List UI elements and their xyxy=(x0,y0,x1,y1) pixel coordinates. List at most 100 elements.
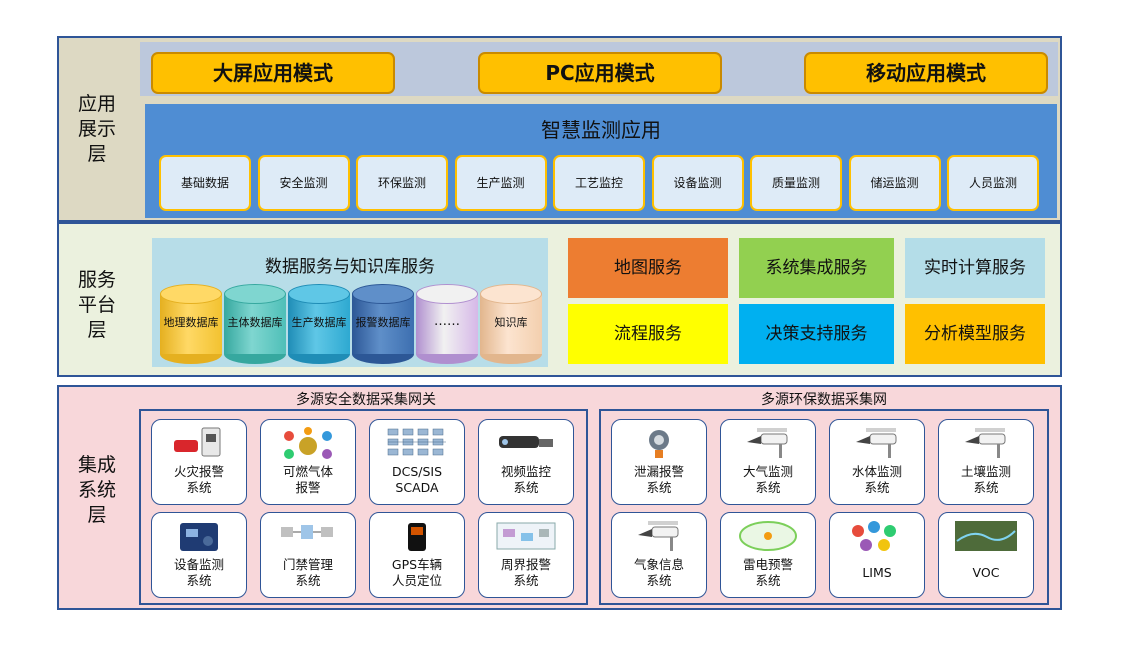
safety-system-tile[interactable]: 设备监测 系统 xyxy=(151,512,247,598)
system-integration-service: 系统集成服务 xyxy=(739,238,894,298)
geo-database-cylinder: 地理数据库 xyxy=(160,284,222,364)
cylinder-body xyxy=(480,294,542,354)
env-system-tile[interactable]: LIMS xyxy=(829,512,925,598)
safety-system-tile[interactable]: 可燃气体 报警 xyxy=(260,419,356,505)
subject-database-cylinder: 主体数据库 xyxy=(224,284,286,364)
env-system-tile[interactable]: 泄漏报警 系统 xyxy=(611,419,707,505)
app-personnel-monitoring-button[interactable]: 人员监测 xyxy=(947,155,1039,211)
cylinder-body xyxy=(416,294,478,354)
safety-system-tile[interactable]: 视频监控 系统 xyxy=(478,419,574,505)
cctv-camera-icon xyxy=(493,426,559,460)
leak-sensor-icon xyxy=(626,426,692,460)
cylinder-top xyxy=(224,284,286,304)
env-system-tile[interactable]: 土壤监测 系统 xyxy=(938,419,1034,505)
app-safety-monitoring-button[interactable]: 安全监测 xyxy=(257,155,350,211)
integration-layer: 集成 系统 层 多源安全数据采集网关 火灾报警 系统 可燃气体 报警 DCS/SIS… xyxy=(57,385,1062,610)
map-photo-icon xyxy=(953,519,1019,553)
safety-system-tile[interactable]: 周界报警 系统 xyxy=(478,512,574,598)
safety-gateway-group: 火灾报警 系统 可燃气体 报警 DCS/SIS SCADA 视频监控 系统设备监测 系… xyxy=(139,409,588,605)
safety-system-tile-label: 火灾报警 系统 xyxy=(173,464,224,495)
more-databases-label: …… xyxy=(434,314,460,329)
lims-icon xyxy=(844,519,910,553)
app-env-monitoring-button[interactable]: 环保监测 xyxy=(356,155,448,211)
app-production-monitoring-button[interactable]: 生产监测 xyxy=(454,155,547,211)
machine-icon xyxy=(166,519,232,553)
safety-system-tile-label: 门禁管理 系统 xyxy=(282,557,333,588)
camera-icon xyxy=(953,426,1019,460)
cylinder-body xyxy=(352,294,414,354)
analysis-model-service: 分析模型服务 xyxy=(905,304,1045,364)
env-system-tile[interactable]: 气象信息 系统 xyxy=(611,512,707,598)
app-process-control-button[interactable]: 工艺监控 xyxy=(553,155,645,211)
cylinder-body xyxy=(160,294,222,354)
app-equipment-monitoring-button[interactable]: 设备监测 xyxy=(651,155,744,211)
cylinder-body xyxy=(288,294,350,354)
knowledge-base-cylinder: 知识库 xyxy=(480,284,542,364)
safety-system-tile[interactable]: 火灾报警 系统 xyxy=(151,419,247,505)
env-system-tile[interactable]: 大气监测 系统 xyxy=(720,419,816,505)
app-basic-data-button[interactable]: 基础数据 xyxy=(159,155,251,211)
map-service: 地图服务 xyxy=(568,238,728,298)
fire-alarm-icon xyxy=(166,426,232,460)
subject-database-label: 主体数据库 xyxy=(227,316,283,329)
mode-mobile-button[interactable]: 移动应用模式 xyxy=(804,52,1048,94)
env-system-tile-label: 土壤监测 系统 xyxy=(960,464,1011,495)
radar-icon xyxy=(735,519,801,553)
alarm-database-label: 报警数据库 xyxy=(355,316,411,329)
safety-system-tile-label: 视频监控 系统 xyxy=(500,464,551,495)
display-layer-label: 应用 展示 层 xyxy=(77,93,116,165)
env-system-tile[interactable]: VOC xyxy=(938,512,1034,598)
safety-system-tile-label: 可燃气体 报警 xyxy=(282,464,333,495)
env-system-tile-label: 泄漏报警 系统 xyxy=(633,464,684,495)
env-network-group: 泄漏报警 系统 大气监测 系统 水体监测 系统 土壤监测 系统气象信息 系统 雷电预警 … xyxy=(599,409,1049,605)
dcs-diagram-icon xyxy=(384,426,450,460)
env-network-title: 多源环保数据采集网 xyxy=(761,392,887,408)
camera-icon xyxy=(844,426,910,460)
realtime-computing-service: 实时计算服务 xyxy=(905,238,1045,298)
decision-support-service: 决策支持服务 xyxy=(739,304,894,364)
mode-pc-button[interactable]: PC应用模式 xyxy=(478,52,722,94)
app-quality-monitoring-button[interactable]: 质量监测 xyxy=(750,155,842,211)
data-service-panel: 数据服务与知识库服务 地理数据库主体数据库生产数据库报警数据库 …… 知识库 xyxy=(152,238,548,367)
access-control-icon xyxy=(275,519,341,553)
safety-gateway-title: 多源安全数据采集网关 xyxy=(296,392,436,408)
perimeter-alarm-icon xyxy=(493,519,559,553)
geo-database-label: 地理数据库 xyxy=(163,316,219,329)
env-system-tile[interactable]: 水体监测 系统 xyxy=(829,419,925,505)
env-system-tile-label: 雷电预警 系统 xyxy=(742,557,793,588)
env-system-tile-label: 气象信息 系统 xyxy=(633,557,684,588)
cylinder-body xyxy=(224,294,286,354)
cylinder-top xyxy=(160,284,222,304)
safety-system-tile-label: GPS车辆 人员定位 xyxy=(391,557,443,588)
safety-system-tile-label: DCS/SIS SCADA xyxy=(391,464,443,495)
gps-device-icon xyxy=(384,519,450,553)
camera-icon xyxy=(626,519,692,553)
knowledge-base-label: 知识库 xyxy=(494,316,528,329)
integration-layer-label: 集成 系统 层 xyxy=(77,454,116,526)
cylinder-top xyxy=(288,284,350,304)
env-system-tile-label: LIMS xyxy=(862,565,892,580)
safety-system-tile-label: 设备监测 系统 xyxy=(173,557,224,588)
env-system-tile[interactable]: 雷电预警 系统 xyxy=(720,512,816,598)
gas-detector-icon xyxy=(275,426,341,460)
alarm-database-cylinder: 报警数据库 xyxy=(352,284,414,364)
app-storage-transport-monitoring-button[interactable]: 储运监测 xyxy=(848,155,941,211)
service-layer-label: 服务 平台 层 xyxy=(77,269,116,341)
production-database-label: 生产数据库 xyxy=(291,316,347,329)
env-system-tile-label: 水体监测 系统 xyxy=(851,464,902,495)
mode-bigscreen-button[interactable]: 大屏应用模式 xyxy=(151,52,395,94)
cylinder-top xyxy=(352,284,414,304)
cylinder-top xyxy=(480,284,542,304)
env-system-tile-label: VOC xyxy=(972,565,1000,580)
cylinder-top xyxy=(416,284,478,304)
display-layer: 应用 展示 层 大屏应用模式 PC应用模式 移动应用模式 智慧监测应用 基础数据… xyxy=(57,36,1062,222)
more-databases-cylinder: …… xyxy=(416,284,478,364)
flow-service: 流程服务 xyxy=(568,304,728,364)
app-panel-title: 智慧监测应用 xyxy=(541,118,661,142)
safety-system-tile[interactable]: DCS/SIS SCADA xyxy=(369,419,465,505)
production-database-cylinder: 生产数据库 xyxy=(288,284,350,364)
safety-system-tile[interactable]: GPS车辆 人员定位 xyxy=(369,512,465,598)
env-system-tile-label: 大气监测 系统 xyxy=(742,464,793,495)
data-service-title: 数据服务与知识库服务 xyxy=(265,257,435,277)
safety-system-tile[interactable]: 门禁管理 系统 xyxy=(260,512,356,598)
